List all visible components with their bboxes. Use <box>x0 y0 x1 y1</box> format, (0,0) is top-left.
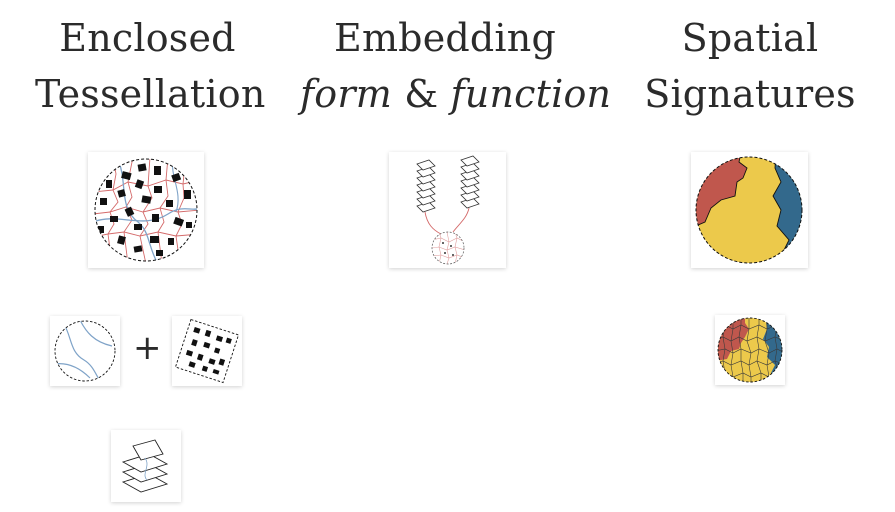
title-line-2: form & function <box>300 66 611 122</box>
title-enclosed-tessellation: Enclosed Tessellation <box>35 10 266 122</box>
enclosed-tessellation-icon <box>88 152 204 268</box>
plus-operator: + <box>133 328 162 368</box>
title-form: form <box>300 72 392 116</box>
signature-tessellation-map-icon <box>715 315 785 385</box>
title-line-2: Signatures <box>644 72 856 116</box>
embedding-form-function-icon <box>389 152 506 268</box>
title-spatial-signatures: Spatial Signatures <box>640 10 860 122</box>
title-embedding: Embedding form & function <box>300 10 611 122</box>
spatial-signatures-map-icon <box>691 152 808 268</box>
title-line-1: Embedding <box>334 16 556 60</box>
building-footprints-icon <box>172 316 242 386</box>
title-line-1: Spatial <box>681 16 819 60</box>
title-ampersand: & <box>404 72 439 116</box>
title-function: function <box>450 72 612 116</box>
layer-stack-icon <box>111 430 181 502</box>
title-line-1: Enclosed <box>59 16 236 60</box>
street-network-icon <box>50 316 120 386</box>
title-line-2: Tessellation <box>35 72 266 116</box>
